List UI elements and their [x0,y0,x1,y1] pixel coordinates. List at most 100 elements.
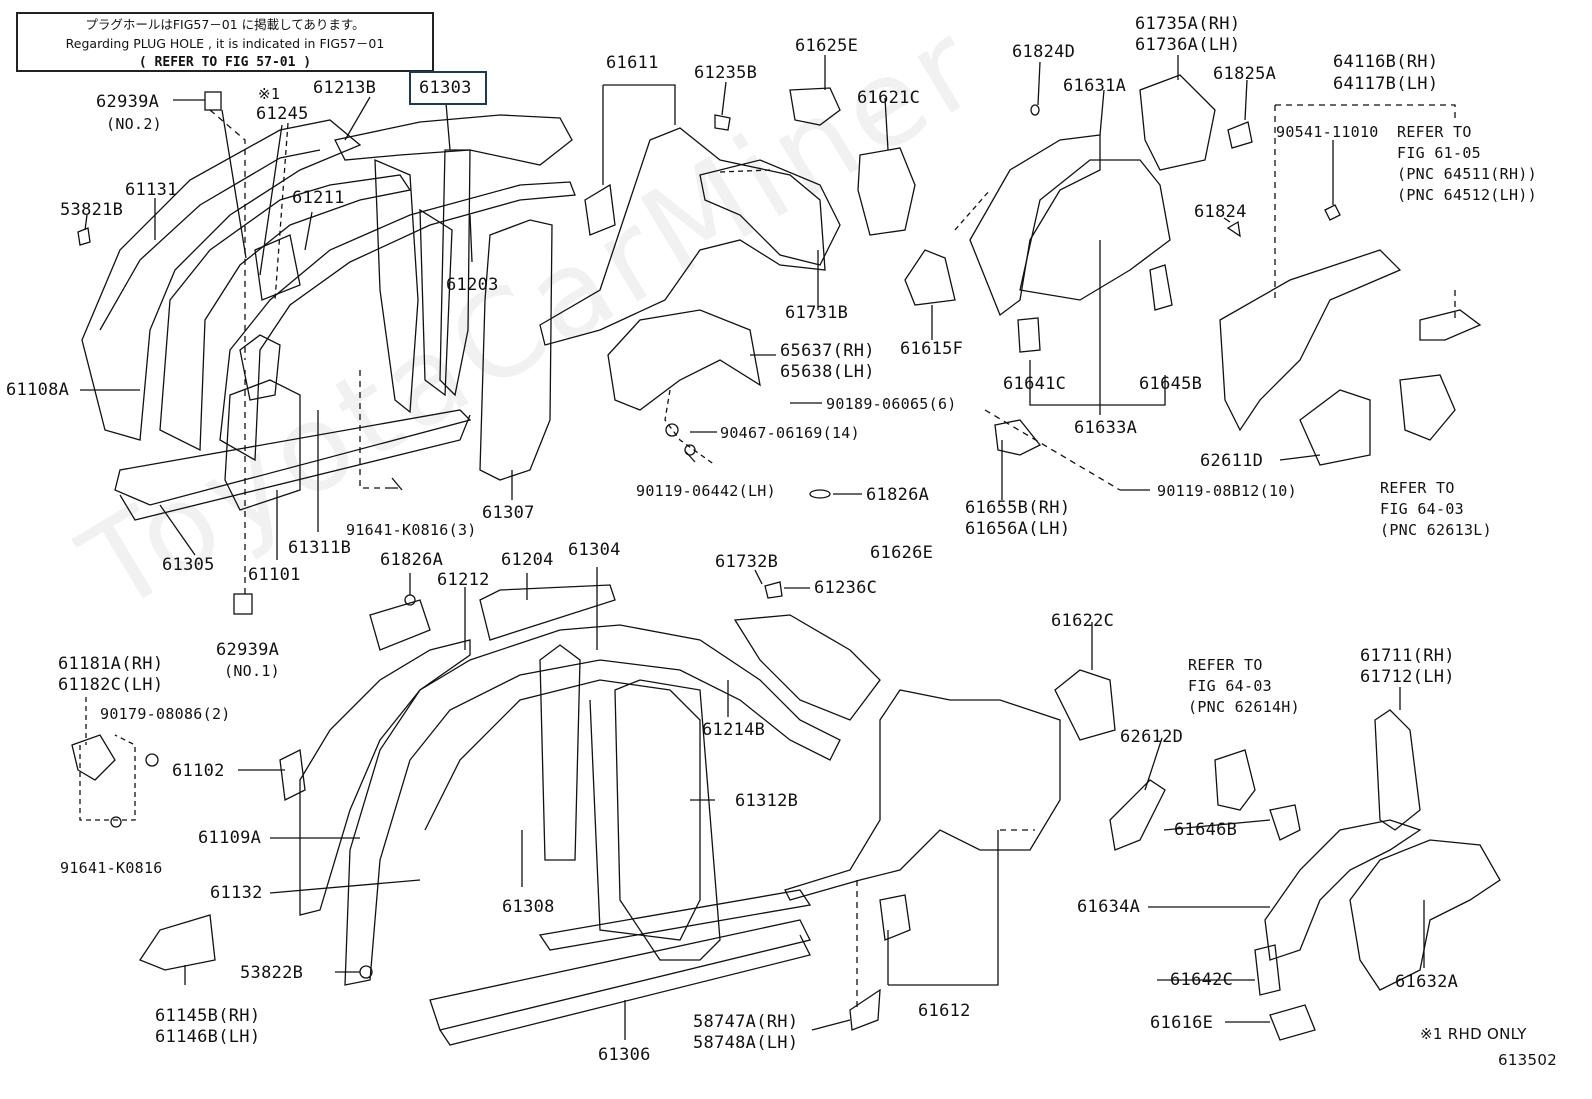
part-label[interactable]: 61308 [502,897,555,917]
part-label-61303[interactable]: 61303 [419,78,472,98]
part-label[interactable]: 90119-08B12(10) [1157,482,1297,500]
part-label[interactable]: 61108A [6,380,70,400]
part-note: (NO.2) [106,115,162,133]
part-label[interactable]: 62939A [96,92,160,112]
part-label[interactable]: 61631A [1063,76,1127,96]
part-label[interactable]: 61824D [1012,42,1076,62]
part-label[interactable]: 61642C [1170,970,1234,990]
part-61303-highlight [409,71,487,105]
part-label[interactable]: 61711(RH) [1360,646,1455,666]
part-label[interactable]: 91641-K0816(3) [346,521,477,539]
part-label[interactable]: 61213B [313,78,377,98]
part-label[interactable]: 61656A(LH) [965,519,1071,539]
part-label[interactable]: 61732B [715,552,779,572]
part-label[interactable]: 61306 [598,1045,651,1065]
part-label[interactable]: 61132 [210,883,263,903]
part-label[interactable]: 53822B [240,963,304,983]
part-label[interactable]: 61211 [292,188,345,208]
part-label[interactable]: 91641-K0816 [60,859,163,877]
footnote: ※1 RHD ONLY [1420,1025,1527,1043]
refer-note-box: プラグホールはFIG57－01 に掲載してあります。 Regarding PLU… [16,12,434,72]
part-label[interactable]: 61641C [1003,374,1067,394]
part-label[interactable]: 61235B [694,63,758,83]
part-label[interactable]: 61204 [501,550,554,570]
part-label[interactable]: 61109A [198,828,262,848]
part-label[interactable]: 61101 [248,565,301,585]
part-label[interactable]: 62612D [1120,727,1184,747]
refer-text: REFER TO [1380,479,1455,497]
refer-text: REFER TO [1397,123,1472,141]
part-label[interactable]: 61824 [1194,202,1247,222]
part-label[interactable]: 61626E [870,543,934,563]
part-label[interactable]: 61826A [866,485,930,505]
part-label[interactable]: 61731B [785,303,849,323]
part-label[interactable]: 61305 [162,555,215,575]
part-label[interactable]: 61611 [606,53,659,73]
part-label[interactable]: 90189-06065(6) [826,395,957,413]
part-label[interactable]: 62939A [216,640,280,660]
body-side-panel-group [77,91,576,615]
part-label[interactable]: 61312B [735,791,799,811]
part-label[interactable]: 61612 [918,1001,971,1021]
part-label[interactable]: 65638(LH) [780,362,875,382]
part-label[interactable]: 61146B(LH) [155,1027,261,1047]
part-label[interactable]: 61212 [437,570,490,590]
part-label[interactable]: 61825A [1213,64,1277,84]
part-label[interactable]: 61615F [900,339,964,359]
refer-pnc: (PNC 64512(LH)) [1397,186,1537,204]
part-label[interactable]: 61145B(RH) [155,1006,261,1026]
part-label[interactable]: 61736A(LH) [1135,35,1241,55]
part-label[interactable]: 61625E [795,36,859,56]
part-label[interactable]: 90541-11010 [1276,123,1379,141]
part-label[interactable]: 65637(RH) [780,341,875,361]
note-line-jp: プラグホールはFIG57－01 に掲載してあります。 [85,17,365,32]
note-refer-link[interactable]: ( REFER TO FIG 57-01 ) [138,55,312,70]
lower-body-group [71,581,1501,1046]
quarter-panel-group [539,87,916,411]
part-label[interactable]: 64116B(RH) [1333,52,1439,72]
part-label[interactable]: 61203 [446,275,499,295]
part-label[interactable]: 61621C [857,88,921,108]
refer-fig-link[interactable]: FIG 61-05 [1397,144,1481,162]
refer-pnc: (PNC 62614H) [1188,698,1300,716]
refer-pnc: (PNC 62613L) [1380,521,1492,539]
part-label[interactable]: 53821B [60,200,124,220]
part-note: (NO.1) [224,662,280,680]
part-label[interactable]: 61131 [125,180,178,200]
refer-fig-link[interactable]: FIG 64-03 [1380,500,1464,518]
part-label[interactable]: 61735A(RH) [1135,14,1241,34]
part-label[interactable]: 61632A [1395,972,1459,992]
part-label[interactable]: 61181A(RH) [58,654,164,674]
part-label[interactable]: 64117B(LH) [1333,74,1439,94]
part-label[interactable]: 61214B [702,720,766,740]
part-label[interactable]: 61655B(RH) [965,498,1071,518]
note-line-en: Regarding PLUG HOLE , it is indicated in… [65,36,385,51]
part-label[interactable]: 61304 [568,540,621,560]
part-label[interactable]: 90179-08086(2) [100,705,231,723]
part-label[interactable]: 61826A [380,550,444,570]
part-label[interactable]: 62611D [1200,451,1264,471]
wheel-house-group [809,74,1482,499]
part-label[interactable]: 61633A [1074,418,1138,438]
part-label[interactable]: 90467-06169(14) [720,424,860,442]
part-label[interactable]: 61311B [288,538,352,558]
part-label[interactable]: 61646B [1174,820,1238,840]
refer-pnc: (PNC 64511(RH)) [1397,165,1537,183]
part-label[interactable]: 58748A(LH) [693,1033,799,1053]
part-label[interactable]: 61622C [1051,611,1115,631]
refer-text: REFER TO [1188,656,1263,674]
part-label[interactable]: 61307 [482,503,535,523]
part-label[interactable]: 90119-06442(LH) [636,482,776,500]
part-label[interactable]: 61634A [1077,897,1141,917]
part-label[interactable]: 61645B [1139,374,1203,394]
refer-fig-link[interactable]: FIG 64-03 [1188,677,1272,695]
part-label[interactable]: 58747A(RH) [693,1012,799,1032]
part-label[interactable]: 61712(LH) [1360,667,1455,687]
part-label[interactable]: 61616E [1150,1013,1214,1033]
part-label[interactable]: 61245 [256,104,309,124]
part-label[interactable]: 61236C [814,578,878,598]
part-label[interactable]: 61182C(LH) [58,675,164,695]
part-label[interactable]: 61102 [172,761,225,781]
